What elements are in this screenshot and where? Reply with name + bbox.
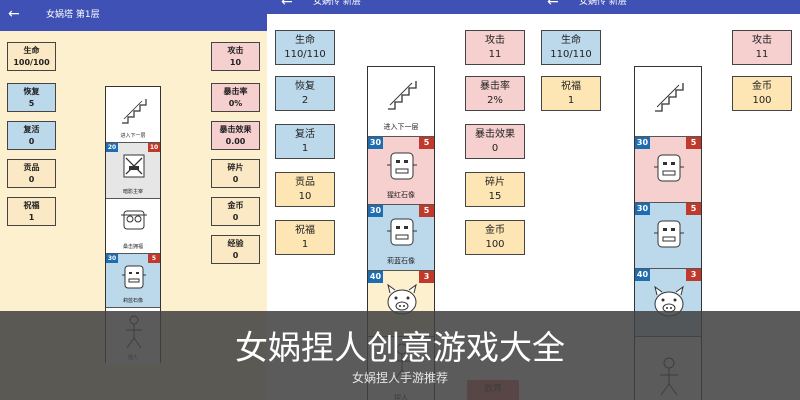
- tower-cell-enemy[interactable]: 30 5: [635, 203, 701, 269]
- tower-cell-enemy[interactable]: 30 5 莉蓝石像: [106, 254, 160, 308]
- app-bar: ← 女娲塔 第1层: [0, 0, 267, 31]
- stone-statue-icon: [122, 265, 146, 289]
- cell-label: 莉蓝石像: [387, 257, 415, 265]
- overlay-title: 女娲捏人创意游戏大全: [235, 328, 565, 367]
- tower-cell-stairs[interactable]: 进入下一层: [368, 67, 434, 137]
- back-arrow-icon[interactable]: ←: [281, 0, 293, 10]
- back-arrow-icon[interactable]: ←: [547, 0, 559, 10]
- enemy-hp-badge: 40: [635, 269, 650, 281]
- cell-label: 莉蓝石像: [122, 298, 143, 304]
- enemy-attack-badge: 5: [686, 203, 701, 215]
- cell-label: 进入下一层: [120, 133, 146, 139]
- tower-cell-npc[interactable]: 桑击拥福: [106, 199, 160, 254]
- caption-overlay: [0, 311, 800, 400]
- app-title: 女娲传 新层: [313, 0, 361, 7]
- tower-cell-enemy[interactable]: 30 5 猩红石像: [368, 137, 434, 205]
- enemy-hp-badge: 30: [368, 137, 383, 149]
- stairs-icon: [655, 83, 684, 112]
- app-title: 女娲传 新层: [579, 0, 627, 7]
- tower: 进入下一层 20 10 暗影主宰 桑击拥福 30 5 莉蓝石像 捏人: [105, 86, 161, 364]
- shadow-lord-icon: [123, 154, 145, 178]
- enemy-attack-badge: 5: [419, 205, 434, 217]
- enemy-attack-badge: 10: [148, 143, 160, 152]
- tower-cell-enemy[interactable]: 20 10 暗影主宰: [106, 143, 160, 199]
- tower-cell-enemy[interactable]: 30 5 莉蓝石像: [368, 205, 434, 271]
- enemy-attack-badge: 5: [148, 254, 160, 263]
- tower-cell-stairs[interactable]: [635, 67, 701, 137]
- stairs-icon: [388, 81, 417, 110]
- cell-label: 进入下一层: [383, 123, 419, 131]
- app-bar: ← 女娲传 新层: [533, 0, 800, 14]
- overlay-subtitle: 女娲捏人手游推荐: [351, 371, 448, 385]
- cell-label: 暗影主宰: [122, 189, 143, 195]
- enemy-hp-badge: 30: [106, 254, 118, 263]
- stone-statue-icon: [387, 152, 417, 180]
- enemy-attack-badge: 5: [419, 137, 434, 149]
- npc-icon: [121, 210, 147, 230]
- app-bar: ← 女娲传 新层: [267, 0, 533, 14]
- tower-cell-stairs[interactable]: 进入下一层: [106, 87, 160, 143]
- cell-label: 猩红石像: [387, 191, 415, 199]
- back-arrow-icon[interactable]: ←: [8, 6, 20, 22]
- enemy-hp-badge: 30: [368, 205, 383, 217]
- stairs-icon: [122, 99, 147, 124]
- enemy-hp-badge: 20: [106, 143, 118, 152]
- enemy-attack-badge: 5: [686, 137, 701, 149]
- app-title: 女娲塔 第1层: [46, 10, 100, 20]
- stone-statue-icon: [654, 220, 684, 248]
- enemy-hp-badge: 40: [368, 271, 383, 283]
- tower-cell-enemy[interactable]: 30 5: [635, 137, 701, 203]
- enemy-attack-badge: 3: [686, 269, 701, 281]
- cell-label: 桑击拥福: [122, 244, 143, 250]
- stone-statue-icon: [654, 154, 684, 182]
- enemy-hp-badge: 30: [635, 203, 650, 215]
- enemy-hp-badge: 30: [635, 137, 650, 149]
- enemy-attack-badge: 3: [419, 271, 434, 283]
- stone-statue-icon: [387, 218, 417, 246]
